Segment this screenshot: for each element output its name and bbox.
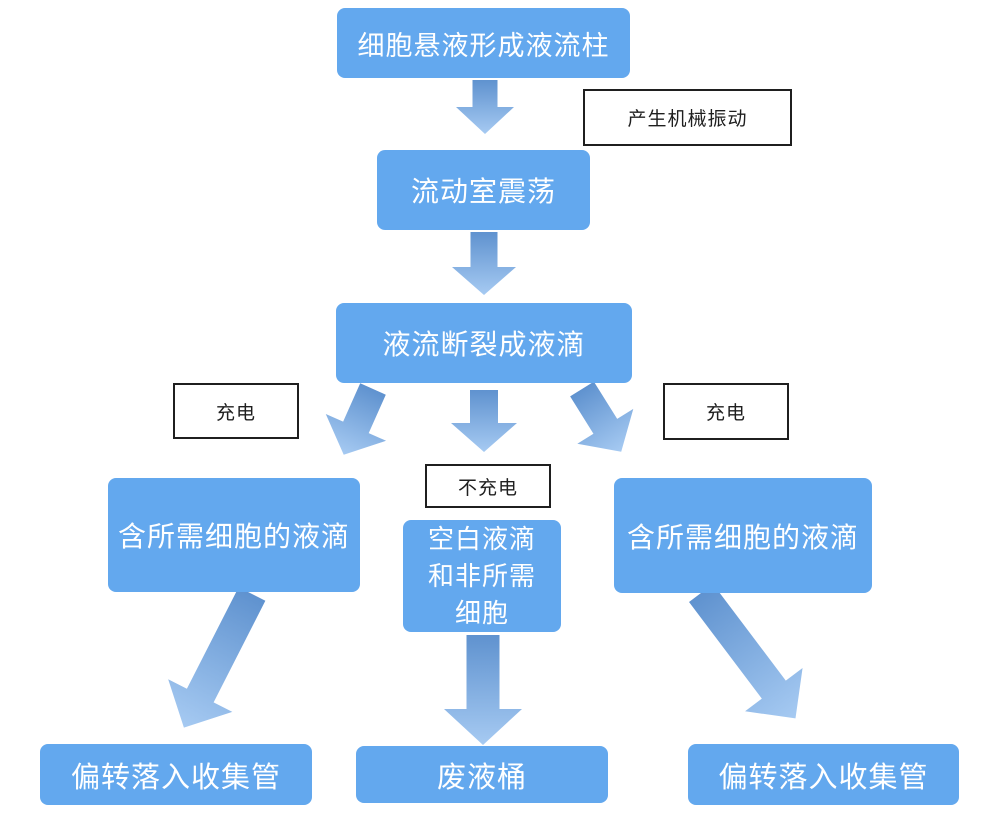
arrow-stream-to-chamber	[456, 80, 514, 134]
annotation-charge-left: 充电	[173, 383, 299, 439]
node-droplets-with-target-cells-left: 含所需细胞的液滴	[108, 478, 360, 592]
node-droplets-with-target-cells-right: 含所需细胞的液滴	[614, 478, 872, 593]
arrow-droplet-right-to-collect	[689, 583, 803, 719]
node-deflect-into-collection-tube-right: 偏转落入收集管	[688, 744, 959, 805]
node-blank-droplets-unwanted-cells: 空白液滴 和非所需 细胞	[403, 520, 561, 632]
annotation-charge-right: 充电	[663, 383, 789, 440]
node-waste-container: 废液桶	[356, 746, 608, 803]
node-stream-breaks-into-droplets: 液流断裂成液滴	[336, 303, 632, 383]
annotation-mechanical-vibration: 产生机械振动	[583, 89, 792, 146]
arrow-breakup-to-droplet-center	[451, 390, 517, 452]
node-flow-chamber-oscillation: 流动室震荡	[377, 150, 590, 230]
arrow-droplet-center-to-waste	[444, 635, 522, 745]
arrow-breakup-to-droplet-left	[325, 383, 387, 455]
annotation-no-charge: 不充电	[425, 464, 551, 508]
node-deflect-into-collection-tube-left: 偏转落入收集管	[40, 744, 312, 805]
arrow-droplet-left-to-collect	[168, 587, 266, 728]
arrow-breakup-to-droplet-right	[570, 381, 634, 452]
arrow-chamber-to-breakup	[452, 232, 516, 295]
node-cell-suspension-stream: 细胞悬液形成液流柱	[337, 8, 630, 78]
